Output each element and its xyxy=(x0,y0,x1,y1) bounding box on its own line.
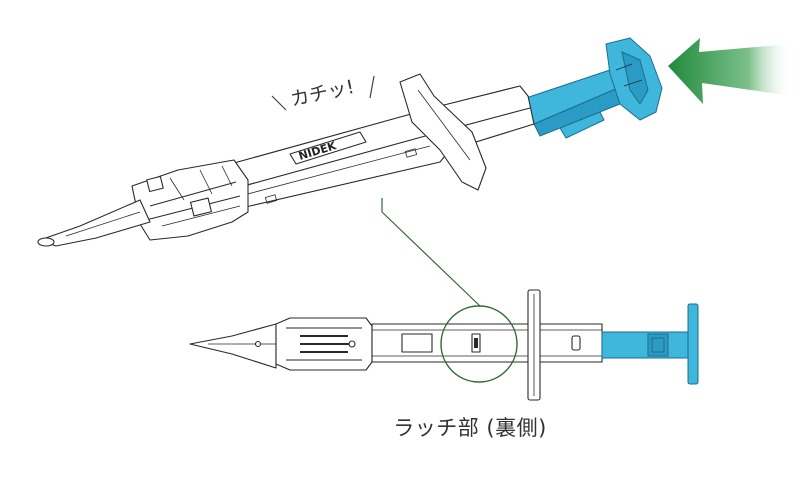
cartridge-side xyxy=(275,317,373,371)
push-arrow-icon xyxy=(668,38,792,104)
plunger-side xyxy=(601,303,699,385)
injector-3d: NIDEK xyxy=(37,37,663,247)
plunger-3d xyxy=(519,37,663,139)
barrel-3d: NIDEK xyxy=(179,73,535,215)
latch-leader xyxy=(381,198,481,307)
click-sound-text: カチッ! xyxy=(288,76,356,111)
latch-caption: ラッチ部 (裏側) xyxy=(393,416,547,440)
nozzle-3d xyxy=(37,199,151,247)
injector-side-view xyxy=(189,289,699,401)
click-sound-label: カチッ! xyxy=(271,75,375,111)
cartridge-3d xyxy=(131,159,249,241)
barrel-side xyxy=(371,323,603,363)
nozzle-side xyxy=(189,323,277,369)
latch-highlight-circle xyxy=(440,305,518,383)
finger-flange-side xyxy=(527,289,541,401)
